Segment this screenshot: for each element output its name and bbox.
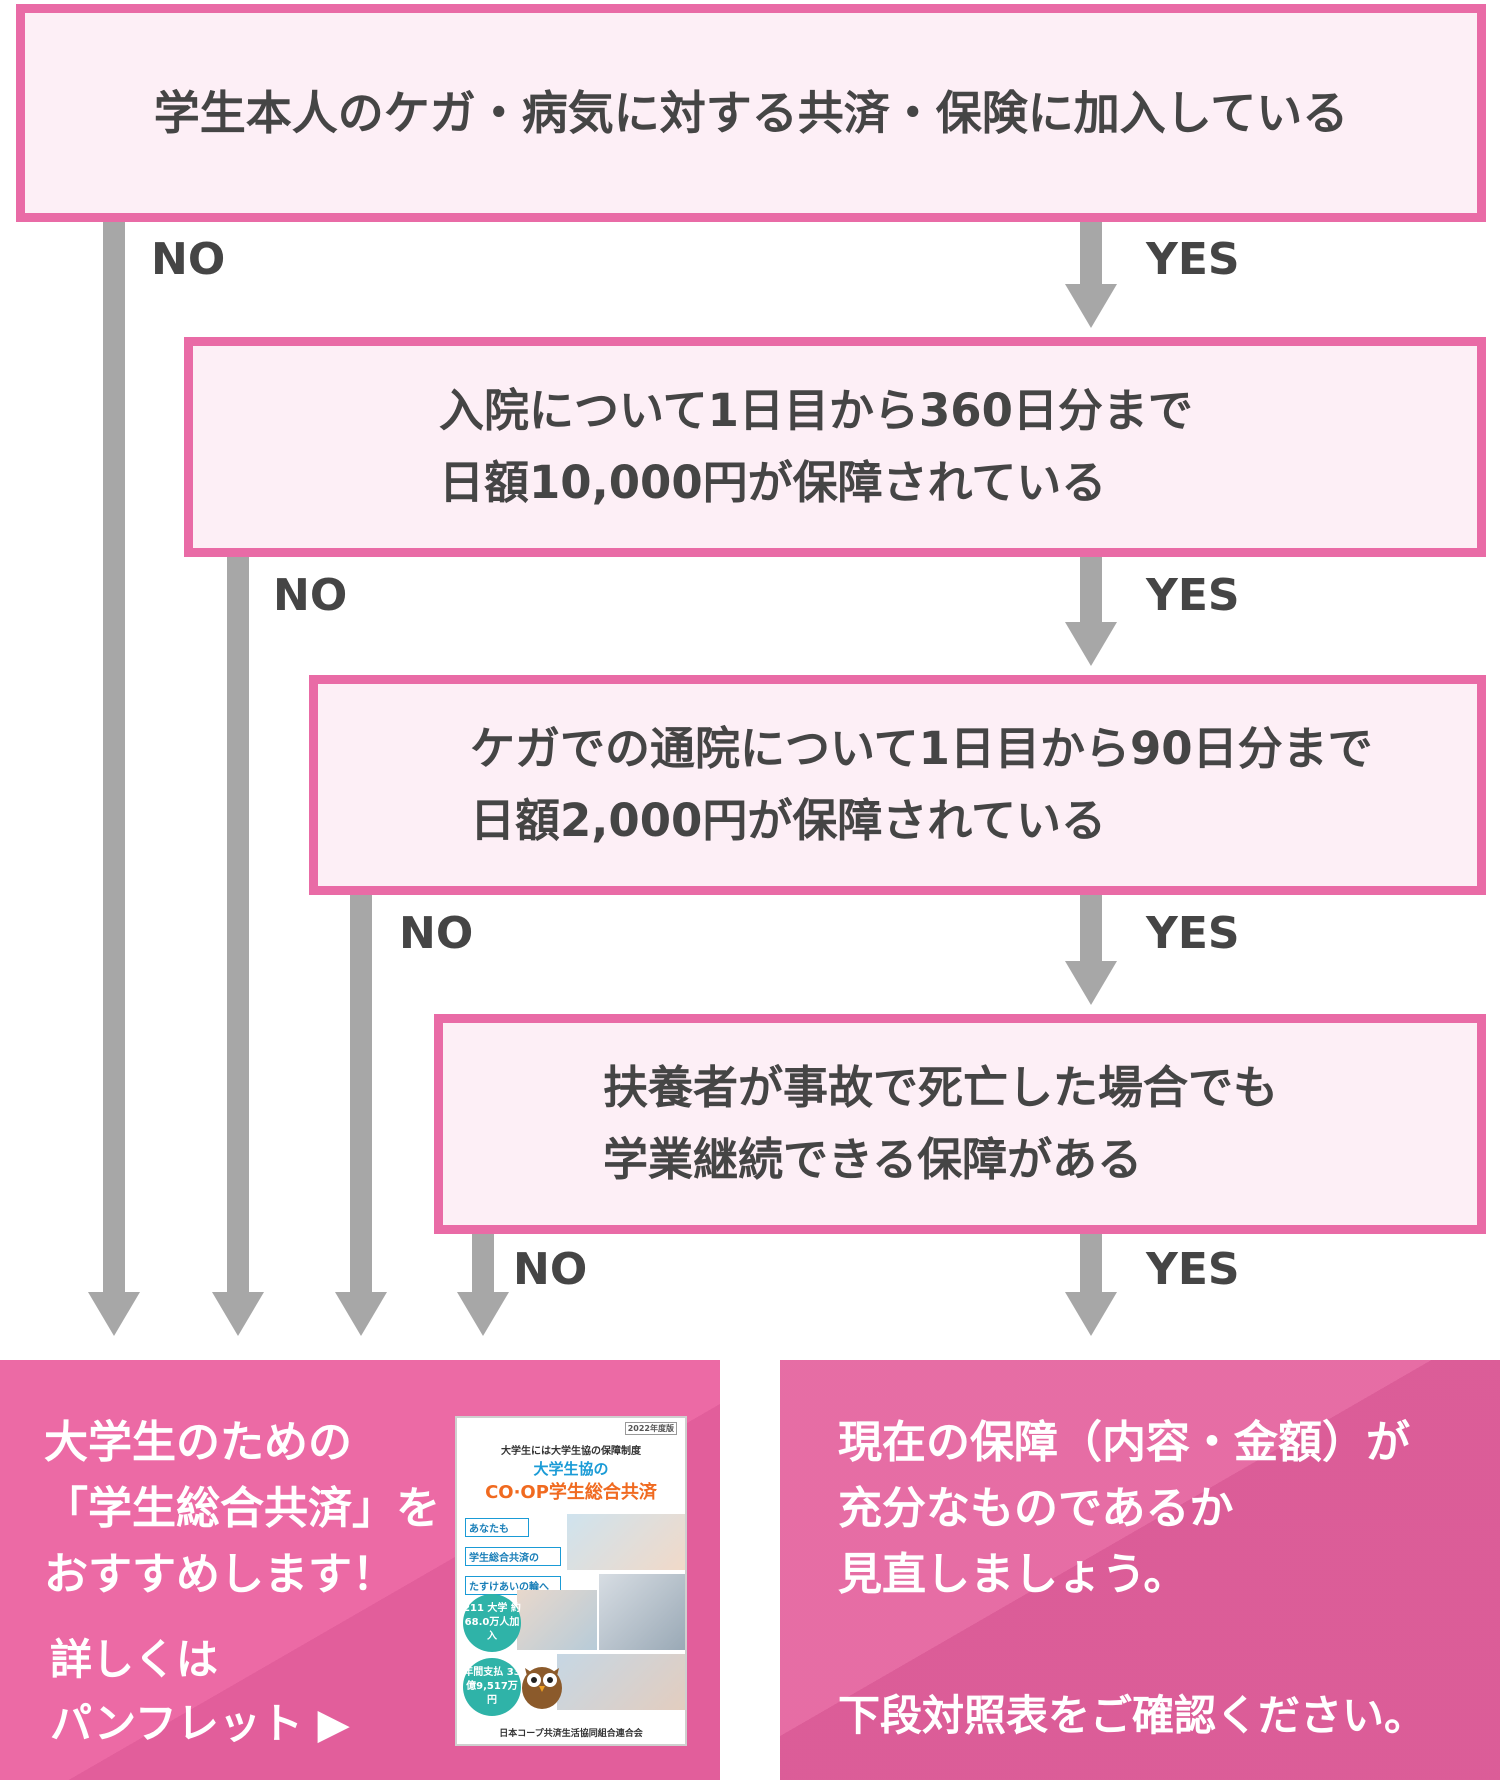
- no-label-4: NO: [513, 1244, 588, 1295]
- no-label-2: NO: [273, 570, 348, 621]
- yes-label-2: YES: [1146, 570, 1240, 621]
- no-arrow-4-head: [457, 1292, 509, 1336]
- yes-label-1: YES: [1146, 234, 1240, 285]
- review-text: 現在の保障（内容・金額）が 充分なものであるか 見直しましょう。: [838, 1417, 1410, 1600]
- question-2-text: 入院について1日目から360日分まで 日額10,000円が保障されている: [439, 384, 1193, 509]
- no-label-1: NO: [151, 234, 226, 285]
- no-label-3: NO: [399, 908, 474, 959]
- no-arrow-3-line: [350, 895, 372, 1297]
- yes-label-3: YES: [1146, 908, 1240, 959]
- yes-arrow-1-line: [1080, 222, 1102, 284]
- recommend-text: 大学生のための 「学生総合共済」を おすすめします！: [44, 1417, 440, 1600]
- review-panel: 現在の保障（内容・金額）が 充分なものであるか 見直しましょう。 下段対照表をご…: [780, 1360, 1500, 1780]
- question-box-1: 学生本人のケガ・病気に対する共済・保険に加入している: [16, 4, 1486, 222]
- brochure-photo-4: [557, 1654, 685, 1710]
- yes-label-4: YES: [1146, 1244, 1240, 1295]
- no-arrow-1-line: [103, 222, 125, 1297]
- owl-mascot-icon: [519, 1656, 565, 1710]
- brochure-subtitle: 大学生には大学生協の保障制度: [501, 1446, 641, 1457]
- brochure-catch: あなたも 学生総合共済の たすけあいの輪へ: [465, 1518, 561, 1595]
- brochure-photo-3: [599, 1574, 685, 1650]
- yes-arrow-2-line: [1080, 557, 1102, 624]
- brochure-footer: 日本コープ共済生活協同組合連合会: [499, 1729, 643, 1739]
- pamphlet-link[interactable]: 詳しくは パンフレット ▶: [50, 1635, 350, 1748]
- question-3-text: ケガでの通院について1日目から90日分まで 日額2,000円が保障されている: [470, 722, 1373, 847]
- no-arrow-2-head: [212, 1292, 264, 1336]
- no-arrow-1-head: [88, 1292, 140, 1336]
- brochure-thumbnail[interactable]: 2022年度版 大学生には大学生協の保障制度 大学生協の CO·OP学生総合共済…: [455, 1416, 687, 1746]
- brochure-photo-1: [567, 1514, 685, 1570]
- yes-arrow-4-line: [1080, 1234, 1102, 1297]
- recommend-panel: 大学生のための 「学生総合共済」を おすすめします！ 詳しくは パンフレット ▶…: [0, 1360, 720, 1780]
- brochure-photo-2: [517, 1590, 597, 1650]
- question-box-4: 扶養者が事故で死亡した場合でも 学業継続できる保障がある: [434, 1014, 1486, 1234]
- brochure-title-2: CO·OP学生総合共済: [485, 1482, 657, 1503]
- brochure-bubble-2: 年間支払 33億9,517万円: [463, 1658, 521, 1716]
- brochure-top-note: 2022年度版: [624, 1422, 677, 1435]
- no-arrow-4-line: [472, 1234, 494, 1297]
- yes-arrow-2-head: [1065, 622, 1117, 666]
- no-arrow-2-line: [227, 557, 249, 1297]
- yes-arrow-4-head: [1065, 1292, 1117, 1336]
- yes-arrow-1-head: [1065, 284, 1117, 328]
- yes-arrow-3-line: [1080, 895, 1102, 963]
- brochure-title-1: 大学生協の: [533, 1460, 609, 1478]
- yes-arrow-3-head: [1065, 961, 1117, 1005]
- question-1-text: 学生本人のケガ・病気に対する共済・保険に加入している: [153, 86, 1349, 140]
- question-4-text: 扶養者が事故で死亡した場合でも 学業継続できる保障がある: [603, 1061, 1279, 1186]
- no-arrow-3-head: [335, 1292, 387, 1336]
- question-box-3: ケガでの通院について1日目から90日分まで 日額2,000円が保障されている: [309, 675, 1486, 895]
- review-note: 下段対照表をご確認ください。: [838, 1691, 1427, 1740]
- question-box-2: 入院について1日目から360日分まで 日額10,000円が保障されている: [184, 337, 1486, 557]
- brochure-bubble-1: 211 大学 約68.0万人加入: [463, 1594, 521, 1652]
